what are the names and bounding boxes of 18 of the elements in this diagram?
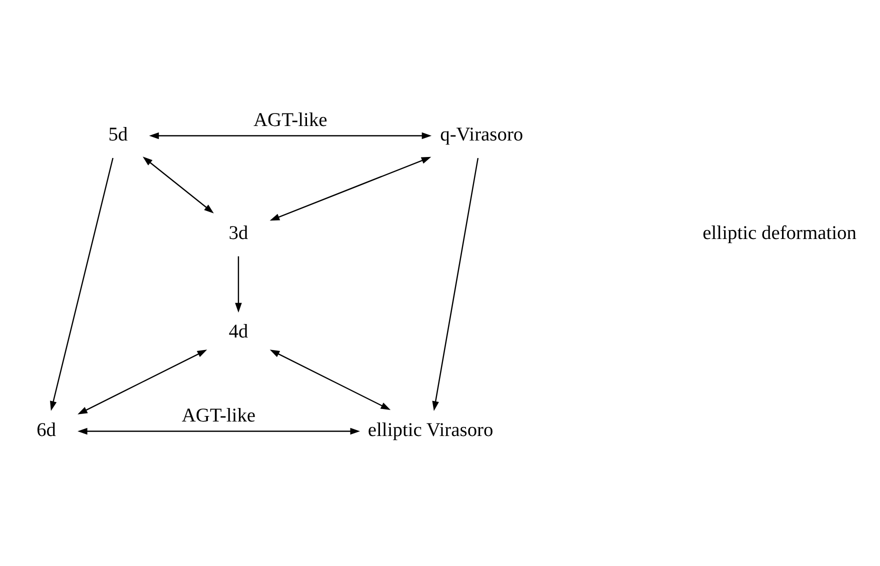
node-text: q-Virasoro (440, 124, 524, 145)
arrow (50, 157, 114, 410)
arrow (149, 132, 432, 139)
label: elliptic deformation (702, 222, 856, 244)
node-text: elliptic Virasoro (368, 419, 494, 440)
arrow (142, 156, 214, 213)
edge-label: AGT-like (254, 109, 328, 130)
arrow (235, 256, 242, 312)
arrow (78, 427, 360, 434)
node-text: 6d (36, 419, 56, 440)
arrow (270, 349, 391, 410)
node-text: 3d (228, 222, 248, 244)
arrow (432, 157, 479, 410)
node-text: 5d (108, 124, 128, 145)
edge-label: AGT-like (182, 404, 256, 426)
arrow (78, 349, 208, 414)
node-text: 4d (228, 320, 248, 342)
arrow (270, 156, 432, 220)
